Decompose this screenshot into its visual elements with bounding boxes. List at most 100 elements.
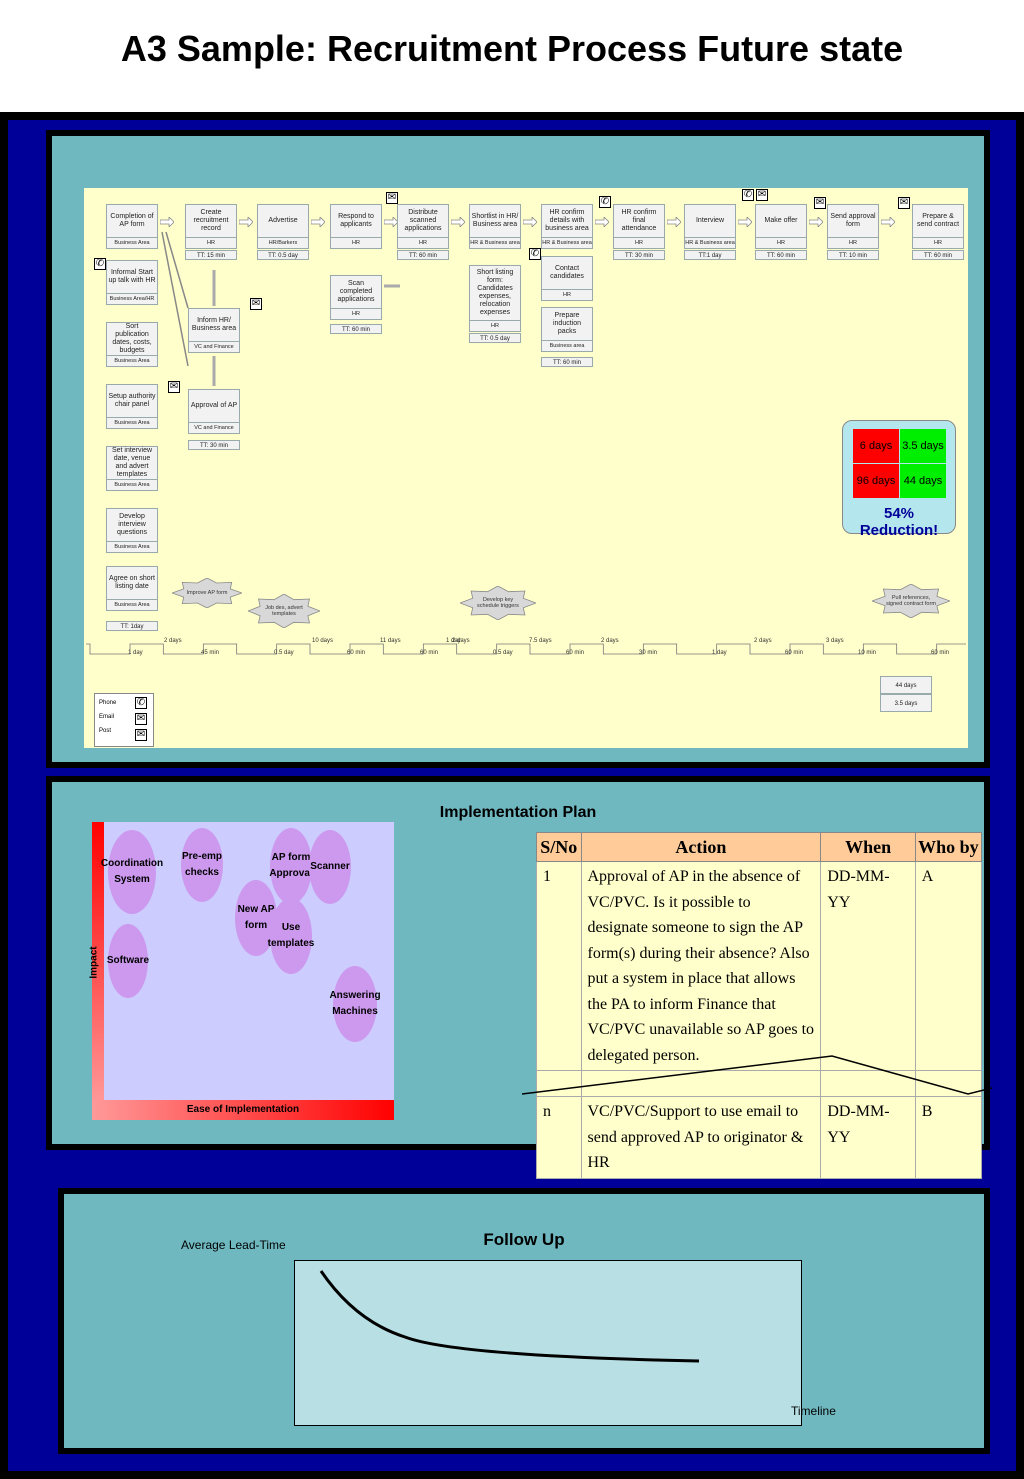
kaizen-label: Job des, advert templates xyxy=(265,605,303,617)
cycle-time: TT: 60 min xyxy=(912,250,964,260)
email-icon: ✉ xyxy=(135,713,147,725)
kaizen-burst: Improve AP form xyxy=(172,578,242,608)
email-icon: ✉ xyxy=(386,192,398,204)
email-icon: ✉ xyxy=(168,381,180,393)
follow-up-panel: Follow Up Average Lead-Time Timeline xyxy=(58,1188,990,1454)
process-owner: Business Area xyxy=(107,417,157,428)
process-name: Send approval form xyxy=(830,213,876,228)
timeline-wait-label: 10 days xyxy=(312,638,334,644)
ease-label: Ease of Implementation xyxy=(186,1104,300,1115)
cycle-time: TT: 10 min xyxy=(827,250,879,260)
process-owner: Business Area xyxy=(107,355,157,366)
lead-time-curve xyxy=(319,1270,700,1363)
impact-label: Impact xyxy=(88,946,100,979)
kaizen-label: Pull references, signed contract form xyxy=(886,595,936,607)
process-name: Sort publication dates, costs, budgets xyxy=(112,323,152,354)
process-name: Completion of AP form xyxy=(110,213,154,228)
timeline-process-label: 60 min xyxy=(785,650,804,656)
process-owner: HR xyxy=(331,308,381,319)
kaizen-burst: Pull references, signed contract form xyxy=(872,584,950,618)
kaizen-burst: Job des, advert templates xyxy=(248,594,320,628)
process-name: Contact candidates xyxy=(550,265,584,280)
process-name: Respond to applicants xyxy=(338,213,374,228)
process-owner: HR xyxy=(542,289,592,300)
header-when: When xyxy=(820,832,916,862)
result-future-a: 3.5 days xyxy=(900,429,946,463)
process-name: Informal Start up talk with HR xyxy=(108,269,156,284)
process-owner: HR xyxy=(756,237,806,248)
impact-ease-matrix: Impact Ease of Implementation Coordinati… xyxy=(88,822,394,1122)
total-lead-time: 44 days xyxy=(880,676,932,694)
results-box: 6 days 3.5 days 96 days 44 days 54% Redu… xyxy=(842,420,956,539)
table-row: n VC/PVC/Support to use email to send ap… xyxy=(536,1096,983,1179)
cycle-time: TT: 60 min xyxy=(755,250,807,260)
follow-up-chart xyxy=(294,1260,802,1426)
impact-axis xyxy=(92,822,104,1104)
row-no: n xyxy=(536,1096,582,1179)
follow-up-title: Follow Up xyxy=(483,1230,565,1249)
process-name: Distribute scanned applications xyxy=(404,209,442,232)
timeline-wait-label: 2 days xyxy=(601,638,619,644)
process-owner: HR & Business area xyxy=(685,237,735,248)
shortlisting-form: Short listing form: Candidates expenses,… xyxy=(469,265,521,332)
implementation-panel: Implementation Plan Impact Ease of Imple… xyxy=(46,776,992,1179)
process-name: Advertise xyxy=(268,217,298,224)
email-icon: ✉ xyxy=(756,189,768,201)
process-owner: HR xyxy=(828,237,878,248)
process-name: Shortlist in HR/ Business area xyxy=(471,213,519,228)
kaizen-label: Improve AP form xyxy=(186,590,228,596)
process-owner: HR xyxy=(913,237,963,248)
process-owner: Business Area xyxy=(107,479,157,490)
table-row: 1 Approval of AP in the absence of VC/PV… xyxy=(536,861,983,1071)
cycle-time: TT: 15 min xyxy=(185,250,237,260)
process-owner: Business Area xyxy=(107,237,157,248)
bubble-ap-form-approval: AP form Approval xyxy=(269,828,313,904)
bubble-pre-emp-checks: Pre-emp checks xyxy=(181,828,223,902)
process-name: Interview xyxy=(695,217,724,224)
process-owner: HR xyxy=(614,237,664,248)
legend-phone: Phone xyxy=(99,700,117,706)
phone-icon: ✆ xyxy=(135,697,147,709)
row-when: DD-MM-YY xyxy=(820,861,916,1071)
bubble-scanner: Scanner xyxy=(309,830,351,904)
timeline-process-label: 1 day xyxy=(128,650,143,656)
row-no: 1 xyxy=(536,861,582,1071)
process-owner: VC and Finance xyxy=(189,341,239,352)
process-name: HR confirm details with business area xyxy=(545,209,589,232)
timeline-wait-label: 7.5 days xyxy=(529,638,552,644)
table-header: S/No Action When Who by xyxy=(536,832,983,862)
timeline-process-label: 45 min xyxy=(201,650,220,656)
timeline-wait-label: 2 days xyxy=(754,638,772,644)
row-action: VC/PVC/Support to use email to send appr… xyxy=(580,1096,822,1179)
bubble-coordination-system: Coordination System xyxy=(101,830,163,914)
prep-task-4: Set interview date, venue and advert tem… xyxy=(106,446,158,491)
process-owner: Business Area xyxy=(107,599,157,610)
timeline-process-label: 30 min xyxy=(639,650,658,656)
process-owner: HR xyxy=(186,237,236,248)
process-owner: VC and Finance xyxy=(189,422,239,433)
table-break-line xyxy=(522,1055,992,1095)
process-name: Setup authority chair panel xyxy=(108,393,156,408)
process-owner: HR xyxy=(470,320,520,331)
timeline-ladder xyxy=(86,643,966,655)
process-name: Prepare & send contract xyxy=(916,213,960,228)
email-icon: ✉ xyxy=(898,197,910,209)
timeline-process-label: 60 min xyxy=(420,650,439,656)
process-name: Approval of AP xyxy=(190,402,238,409)
timeline-wait-label: 1 day xyxy=(446,638,461,644)
process-name: Make offer xyxy=(764,217,798,224)
